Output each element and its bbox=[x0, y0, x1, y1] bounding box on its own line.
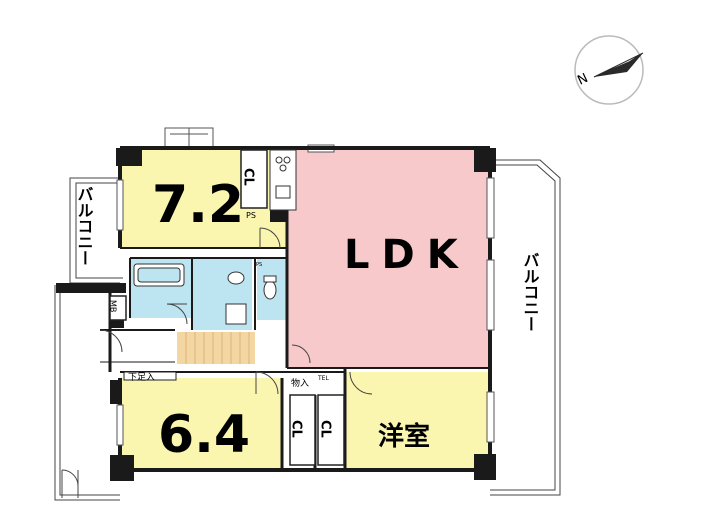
compass: N bbox=[574, 35, 644, 105]
left-window-lower bbox=[116, 404, 124, 446]
toilet-icon bbox=[263, 280, 277, 300]
hallway-floor-planks bbox=[185, 332, 250, 364]
room-size-7-2: 7.2 bbox=[152, 175, 244, 235]
wash-basin-icon bbox=[227, 271, 245, 285]
stove-burner-icon bbox=[279, 164, 287, 172]
left-window bbox=[116, 179, 124, 231]
shoe-closet bbox=[123, 371, 177, 381]
door-swing-icon bbox=[291, 344, 311, 364]
closet-top bbox=[240, 149, 268, 209]
western-room-6-4 bbox=[120, 378, 282, 470]
door-swing-icon bbox=[61, 469, 79, 487]
left-balcony-label: バルコニー bbox=[75, 186, 94, 266]
storage-label: 物入 bbox=[291, 377, 309, 389]
sink-icon bbox=[275, 185, 291, 199]
stove-burner-icon bbox=[283, 156, 291, 164]
compass-needle-light-icon bbox=[593, 52, 644, 78]
right-windows bbox=[486, 177, 495, 443]
shoe-closet-label: 下足入 bbox=[128, 372, 155, 383]
kitchen-counter bbox=[269, 149, 297, 211]
right-balcony bbox=[490, 159, 561, 496]
mb-label: MB bbox=[109, 300, 118, 312]
closet-bottom-left-label: CL bbox=[289, 420, 304, 438]
closet-bottom-right bbox=[317, 394, 345, 466]
door-swing-icon bbox=[259, 227, 281, 249]
ldk-label: LDK bbox=[344, 232, 470, 278]
closet-bottom-left bbox=[289, 394, 316, 466]
compass-circle-icon bbox=[574, 35, 644, 105]
ldk-room bbox=[287, 148, 490, 368]
ps-small-label: PS bbox=[256, 262, 262, 268]
hallway-floor bbox=[177, 332, 255, 364]
western-room-3-label: 洋室 bbox=[378, 421, 430, 452]
pillars bbox=[56, 148, 496, 481]
closet-top-label: CL bbox=[241, 168, 256, 186]
doors bbox=[61, 227, 373, 498]
right-balcony-label: バルコニー bbox=[521, 252, 540, 332]
ps-label: PS bbox=[246, 211, 256, 220]
room-size-6-4: 6.4 bbox=[158, 405, 250, 465]
stove-burner-icon bbox=[275, 156, 283, 164]
compass-north-label: N bbox=[575, 71, 590, 89]
door-swing-icon bbox=[255, 371, 279, 395]
tel-label: TEL bbox=[317, 375, 329, 382]
bay-window bbox=[164, 127, 214, 149]
door-swing-icon bbox=[349, 371, 373, 395]
closet-bottom-right-label: CL bbox=[318, 420, 333, 438]
door-swing-icon bbox=[99, 329, 123, 353]
washing-machine-icon bbox=[225, 303, 247, 325]
mb-box bbox=[109, 295, 127, 321]
western-room-3 bbox=[345, 372, 490, 470]
